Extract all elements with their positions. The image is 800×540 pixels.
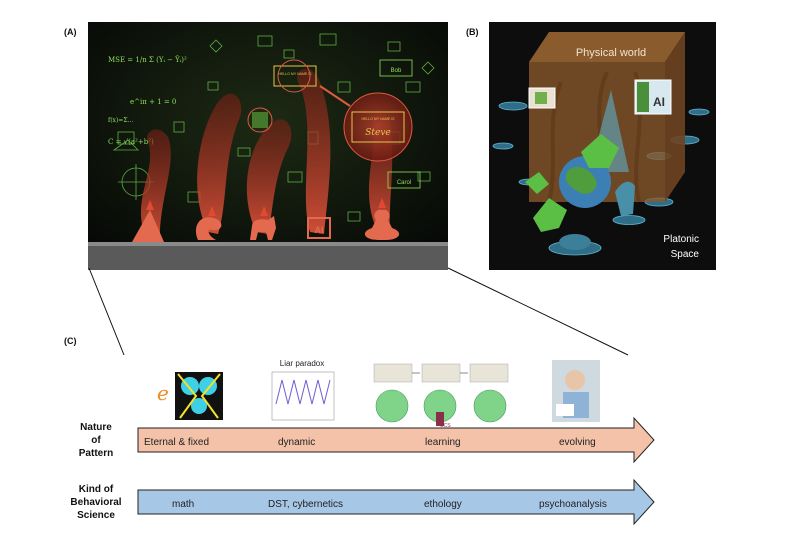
science-item-ethology: ethology — [424, 499, 462, 510]
row2-label-line3: Science — [77, 510, 115, 521]
row1-label-line3: Pattern — [79, 448, 113, 459]
steve-connector — [319, 85, 351, 107]
pattern-item-dynamic: dynamic — [278, 437, 315, 448]
equation-pythagoras: C = √(a²+b²) — [108, 138, 154, 146]
behavioral-science-arrow — [137, 478, 655, 526]
evolving-photo — [552, 360, 600, 422]
floor-bar — [88, 242, 448, 270]
pyramid-figure — [132, 210, 164, 242]
badge-steve — [351, 111, 405, 143]
pattern-item-evolving: evolving — [559, 437, 596, 448]
liar-paradox-plot — [271, 371, 335, 421]
ai-chip-figure — [307, 217, 331, 239]
animal-figure — [250, 216, 276, 240]
meditating-human-figure — [364, 209, 400, 240]
cube-glyph — [252, 112, 268, 128]
science-item-psychoanalysis: psychoanalysis — [539, 499, 607, 510]
row1-label-line1: Nature — [80, 422, 112, 433]
row2-label-line1: Kind of — [79, 484, 114, 495]
ai-chip-text: AI — [315, 225, 324, 235]
equation-series: f(x)=Σ... — [108, 117, 133, 124]
science-item-dst: DST, cybernetics — [268, 499, 343, 510]
pattern-item-eternal: Eternal & fixed — [144, 437, 209, 448]
shell-figure — [195, 217, 222, 240]
svg-text:HELLO MY NAME IS: HELLO MY NAME IS — [278, 72, 312, 76]
physical-world-label: Physical world — [576, 47, 646, 59]
ascent-arrows — [146, 198, 386, 216]
learning-illustration — [373, 363, 509, 426]
science-item-math: math — [172, 499, 194, 510]
plume-4 — [297, 68, 331, 234]
row2-label-line2: Behavioral — [70, 497, 121, 508]
badge-hello-small: HELLO MY NAME IS — [273, 65, 317, 87]
panel-b-label: (B) — [466, 27, 479, 37]
platonic-space-label-line2: Space — [671, 249, 700, 260]
row1-label-line2: of — [91, 435, 101, 446]
ucs-label: UCS — [440, 423, 451, 429]
panel-a-label: (A) — [64, 27, 77, 37]
badge-bob: Bob — [379, 59, 413, 77]
fractal-image — [175, 372, 223, 420]
liar-paradox-title: Liar paradox — [280, 359, 324, 368]
nature-of-pattern-arrow — [137, 416, 655, 464]
green-leaves — [525, 134, 619, 232]
badge-steve-header: HELLO MY NAME IS — [361, 117, 395, 121]
panel-a-illustration: MSE = 1/n Σ (Yᵢ − Ŷᵢ)² e^iπ + 1 = 0 C = … — [88, 22, 448, 270]
panel-c-label: (C) — [64, 336, 77, 346]
hedgehog-creature — [559, 234, 591, 250]
svg-text:Carol: Carol — [397, 180, 411, 186]
ai-frame-label: AI — [653, 95, 665, 109]
plume-3 — [246, 119, 292, 234]
badge-carol: Carol — [387, 171, 421, 189]
platonic-space-label-line1: Platonic — [663, 234, 699, 245]
panel-b-illustration: Physical world AI Platonic Space — [489, 22, 716, 270]
e-constant-symbol: e — [157, 381, 169, 405]
pattern-item-learning: learning — [425, 437, 461, 448]
robot-figure — [615, 181, 635, 216]
equation-euler: e^iπ + 1 = 0 — [130, 98, 176, 106]
steve-highlight-circle — [343, 92, 413, 162]
svg-text:Bob: Bob — [391, 68, 402, 74]
plume-2 — [197, 93, 242, 234]
badge-steve-name: Steve — [365, 128, 391, 138]
equation-mse: MSE = 1/n Σ (Yᵢ − Ŷᵢ)² — [108, 55, 187, 64]
